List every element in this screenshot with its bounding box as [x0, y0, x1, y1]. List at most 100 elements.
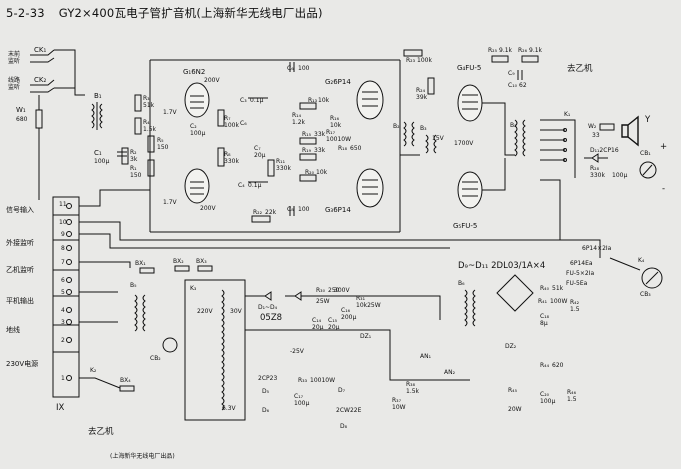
label-c1-value: 100μ	[94, 158, 109, 165]
label-r13: R₁₃	[308, 97, 318, 104]
label-c2-value: 100μ	[190, 130, 205, 137]
pot-w2	[599, 123, 615, 131]
label-r8: R₈	[224, 151, 231, 158]
label-mic-monitor-1: 末前	[8, 50, 20, 58]
label-r16-value: 10k	[330, 122, 342, 129]
label-dz2: DZ₂	[505, 343, 517, 350]
label-g1-heater-lower: 1.7V	[163, 199, 178, 206]
label-c15-value: 20μ	[328, 324, 340, 331]
label-c14: C₁₄	[312, 317, 322, 324]
label-r40-value: 51k	[552, 285, 564, 292]
label-bx1: BX₁	[135, 260, 146, 267]
label-r37-value: 10W	[392, 404, 406, 411]
label-r37: R₃₇	[392, 397, 402, 404]
label-c6-top-value: 100	[298, 65, 310, 72]
resistor-r24	[427, 77, 435, 95]
label-b-monitor: 乙机监听	[6, 265, 34, 274]
label-k3: K₃	[190, 285, 197, 292]
label-r33-value: 10010W	[310, 377, 335, 384]
meter-cb2	[162, 337, 178, 353]
label-k2: K₂	[90, 367, 97, 374]
label-d11: D₁₁2CP16	[590, 147, 619, 154]
supply-wiring	[245, 295, 470, 381]
label-r19: R₁₉	[302, 147, 312, 154]
tube-g5-electrodes	[462, 181, 478, 197]
label-r22-value: 22k	[265, 209, 277, 216]
label-r30-value: 250	[328, 287, 340, 294]
label-d8: D₈	[340, 423, 348, 430]
label-6p14-plate-a: 6P14×2Ia	[582, 245, 612, 252]
label-w2: W₂	[588, 123, 597, 130]
label-r17-value: 10010W	[326, 136, 351, 143]
label-c2: C₂	[190, 123, 197, 130]
label-g1-plate-lower: 200V	[200, 205, 216, 212]
label-c14-value: 20μ	[312, 324, 324, 331]
output-section: K₁ W₂ 33 Y D₁₁2CP16 R₂₈ 330k 100μ CB₁ + …	[540, 111, 667, 194]
power-transformer-primary	[221, 289, 225, 411]
label-r16: R₁₆	[330, 115, 340, 122]
label-c3-value: 0.1μ	[250, 97, 264, 104]
label-r44-value: 620	[552, 362, 564, 369]
label-r41: R₄₁	[538, 298, 548, 305]
label-neg25v: -25V	[290, 348, 305, 355]
label-g3: G₃6P14	[325, 206, 351, 214]
transformer-b1	[91, 103, 103, 129]
resistor-r7	[217, 109, 225, 127]
tube-g4-electrodes	[462, 94, 478, 110]
label-c1: C₁	[94, 149, 102, 157]
label-b3: B₃	[420, 125, 427, 132]
label-w1: W₁	[16, 106, 26, 114]
label-r38-value: 1.5k	[406, 388, 420, 395]
label-r42-value: 1.5	[570, 306, 580, 313]
preamp-frame-wires	[149, 59, 401, 233]
label-r42: R₄₂	[570, 299, 580, 306]
label-6p14-plate-b: 6P14Ea	[570, 260, 593, 267]
label-c20: C₂₀	[540, 391, 550, 398]
label-d6: D₆	[262, 407, 270, 414]
terminal-1: 1	[61, 375, 65, 382]
diode-d11	[584, 153, 608, 163]
label-r31-value: 10k25W	[356, 302, 381, 309]
power-transformer-frame	[184, 279, 246, 421]
transformer-b3	[425, 134, 437, 154]
label-2cp23: 2CP23	[258, 375, 277, 382]
label-line-monitor-1: 线路	[8, 76, 20, 84]
label-r46-value: 1.5	[567, 396, 577, 403]
preamp-section: G₁6N2 200V 1.7V 1.7V 200V C₂ 100μ R₇ 100…	[149, 59, 401, 233]
label-r26: R₂₆	[518, 47, 528, 54]
figure-code: 5-2-33	[6, 6, 45, 20]
tube-g2	[356, 80, 384, 120]
label-r7: R₇	[224, 115, 231, 122]
resistor-r5	[147, 135, 155, 153]
label-d7: D₇	[338, 387, 346, 394]
label-c16: C₁₆	[341, 307, 351, 314]
label-c16-value: 200μ	[341, 314, 356, 321]
resistor-r3	[134, 94, 142, 112]
tube-g5	[457, 171, 483, 209]
label-r1-value: 150	[130, 172, 142, 179]
terminal-4: 4	[61, 307, 65, 314]
terminal-block	[52, 196, 80, 398]
label-c17-value: 100μ	[294, 400, 309, 407]
label-b6: B₆	[458, 280, 465, 287]
label-r14: R₁₄	[292, 112, 302, 119]
resistor-r15	[299, 137, 317, 145]
resistor-r20	[299, 174, 317, 182]
label-r24-value: 39k	[416, 94, 428, 101]
rectifier-diodes	[255, 291, 302, 301]
label-r22: R₂₂	[253, 209, 263, 216]
label-cb1: CB₁	[640, 150, 651, 157]
terminal-11: 11	[59, 201, 67, 208]
fuse-bx1	[139, 267, 155, 274]
tube-g2-electrodes	[362, 91, 378, 107]
label-w2-value: 33	[592, 132, 600, 139]
power-section: BX₁ BX₂ BX₃ BX₄ K₂ B₅ CB₂ K₃ 220V 30V D₁…	[88, 245, 663, 437]
tube-g1-electrodes	[190, 95, 204, 195]
label-r30: R₃₀	[316, 287, 326, 294]
label-c3: C₃	[240, 97, 247, 104]
label-r18-value: 650	[350, 145, 362, 152]
label-r1: R₁	[130, 165, 137, 172]
